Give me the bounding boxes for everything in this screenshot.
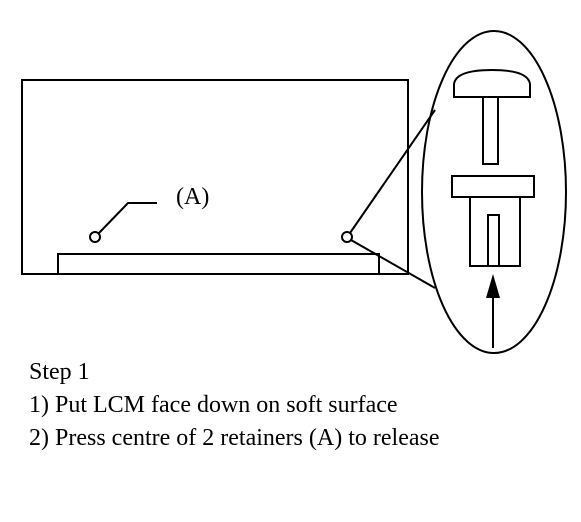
- retainer-pin-cap: [453, 68, 531, 98]
- label-a-leader-line: [98, 202, 157, 234]
- zoom-line-lower: [350, 239, 436, 289]
- retainer-sleeve-flange: [451, 175, 535, 198]
- push-arrow-head: [486, 274, 500, 298]
- retainer-sleeve-body: [469, 196, 521, 267]
- retainer-pin-shaft: [482, 96, 499, 165]
- lcm-bottom-frame: [57, 253, 380, 275]
- retainer-label-a: (A): [176, 184, 209, 210]
- magnified-retainer-ellipse: [421, 30, 567, 354]
- lcm-panel-outline: [21, 79, 409, 275]
- instruction-line-2: 2) Press centre of 2 retainers (A) to re…: [29, 425, 440, 451]
- retainer-sleeve-slot: [487, 214, 500, 267]
- instructions-block: Step 1 1) Put LCM face down on soft surf…: [29, 356, 439, 455]
- zoom-line-upper: [349, 109, 436, 234]
- retainer-release-diagram: (A): [21, 30, 567, 354]
- right-retainer-hole: [341, 231, 353, 243]
- step-heading: Step 1: [29, 359, 90, 385]
- instruction-line-1: 1) Put LCM face down on soft surface: [29, 392, 398, 418]
- left-retainer-hole: [89, 231, 101, 243]
